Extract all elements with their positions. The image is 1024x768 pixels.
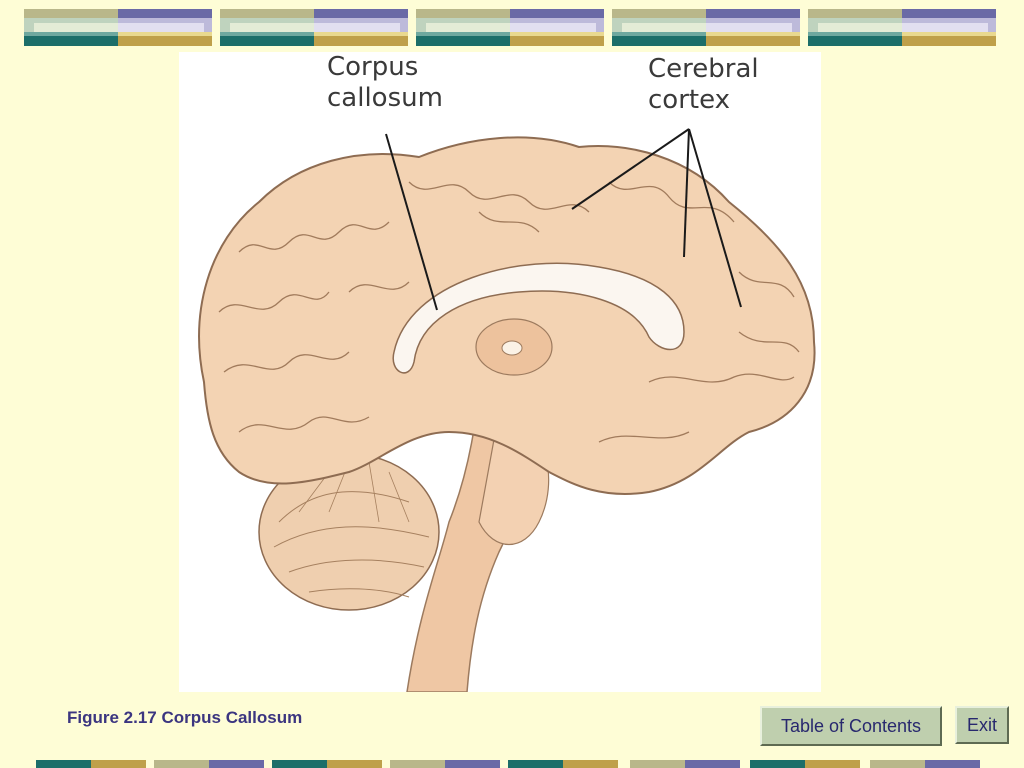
banner-tile bbox=[24, 9, 212, 46]
gyri-lines bbox=[218, 181, 800, 443]
top-banner bbox=[24, 9, 1000, 46]
banner-tile bbox=[416, 9, 604, 46]
corpus-callosum-label: Corpus callosum bbox=[327, 52, 443, 113]
cerebral-cortex-label: Cerebral cortex bbox=[648, 54, 759, 115]
corpus-callosum-shape bbox=[392, 262, 685, 374]
cerebrum-shape bbox=[198, 136, 816, 495]
exit-button[interactable]: Exit bbox=[955, 706, 1009, 744]
table-of-contents-button[interactable]: Table of Contents bbox=[760, 706, 942, 746]
brain-figure: Corpus callosum Cerebral cortex bbox=[179, 52, 821, 692]
banner-tile bbox=[220, 9, 408, 46]
banner-tile bbox=[612, 9, 800, 46]
bottom-banner bbox=[36, 760, 986, 768]
brain-illustration bbox=[198, 128, 816, 692]
banner-tile bbox=[808, 9, 996, 46]
figure-caption: Figure 2.17 Corpus Callosum bbox=[67, 708, 303, 727]
leader-lines bbox=[385, 128, 742, 311]
cerebellum-shape bbox=[258, 453, 440, 611]
